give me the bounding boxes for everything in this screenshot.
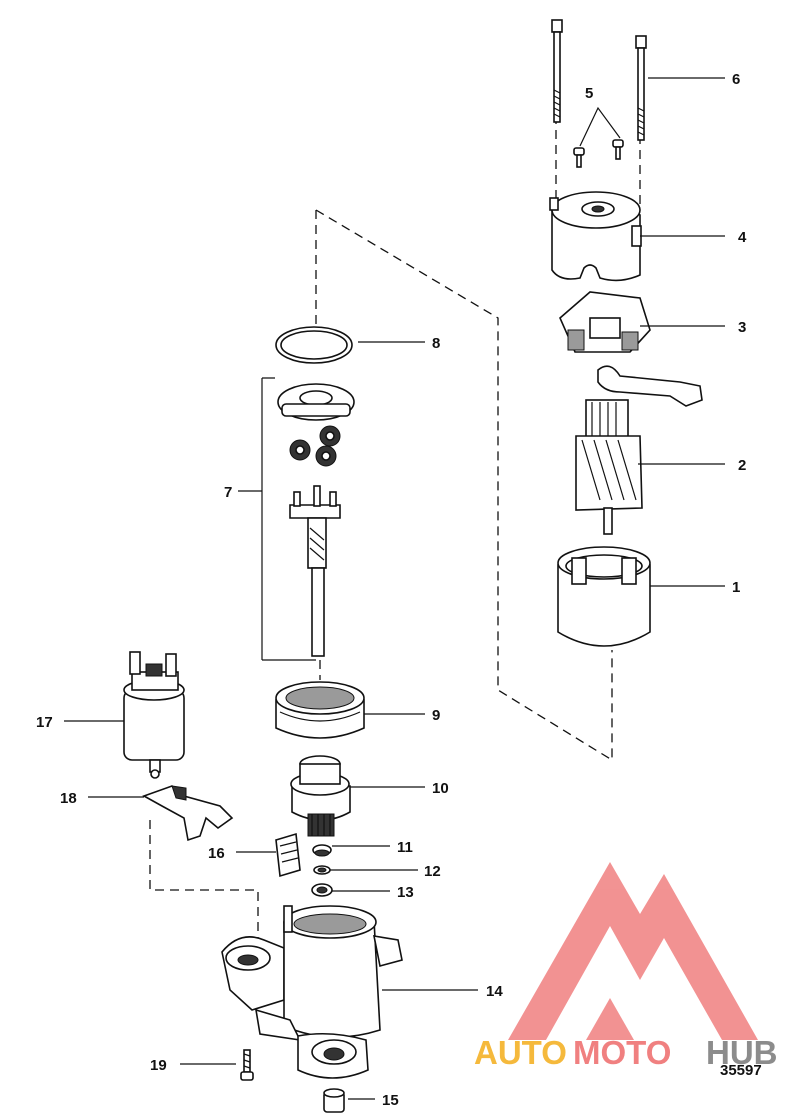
watermark-text: AUTO MOTO HUB (474, 1034, 778, 1071)
label-10: 10 (432, 780, 449, 797)
label-8: 8 (432, 335, 440, 352)
spring-plate (275, 832, 301, 878)
figure-code: 35597 (720, 1062, 762, 1079)
armature (575, 399, 643, 535)
end-cap (549, 191, 642, 282)
small-screws (573, 139, 624, 168)
watermark-logo (508, 862, 758, 1040)
label-19: 19 (150, 1057, 167, 1074)
ring-gear (275, 681, 365, 739)
part-number-labels: 6 5 4 3 2 1 8 7 9 10 11 12 13 16 17 18 1… (36, 71, 747, 1109)
label-18: 18 (60, 790, 77, 807)
brush-holder (559, 291, 703, 407)
bushing (323, 1088, 345, 1113)
field-frame (557, 546, 651, 647)
label-12: 12 (424, 863, 441, 880)
mount-screw (240, 1049, 254, 1081)
o-ring (275, 326, 353, 364)
planetary-gear-set (261, 377, 355, 661)
label-13: 13 (397, 884, 414, 901)
through-bolts (551, 19, 647, 141)
label-15: 15 (382, 1092, 399, 1109)
label-1: 1 (732, 579, 740, 596)
label-9: 9 (432, 707, 440, 724)
label-6: 6 (732, 71, 740, 88)
watermark-auto: AUTO (474, 1034, 567, 1071)
drive-housing (221, 905, 403, 1079)
retainer-parts (311, 844, 333, 897)
label-7: 7 (224, 484, 232, 501)
label-14: 14 (486, 983, 503, 1000)
label-4: 4 (738, 229, 747, 246)
watermark-hub: HUB (706, 1034, 778, 1071)
label-2: 2 (738, 457, 746, 474)
logo-triangle-icon (508, 862, 758, 1040)
label-5: 5 (585, 85, 593, 102)
leader-lines (64, 77, 725, 1100)
label-11: 11 (397, 839, 413, 856)
label-3: 3 (738, 319, 746, 336)
shift-lever (142, 785, 234, 842)
solenoid (123, 651, 185, 779)
label-16: 16 (208, 845, 225, 862)
drive-pinion (290, 755, 351, 837)
label-17: 17 (36, 714, 53, 731)
watermark-moto: MOTO (573, 1034, 671, 1071)
